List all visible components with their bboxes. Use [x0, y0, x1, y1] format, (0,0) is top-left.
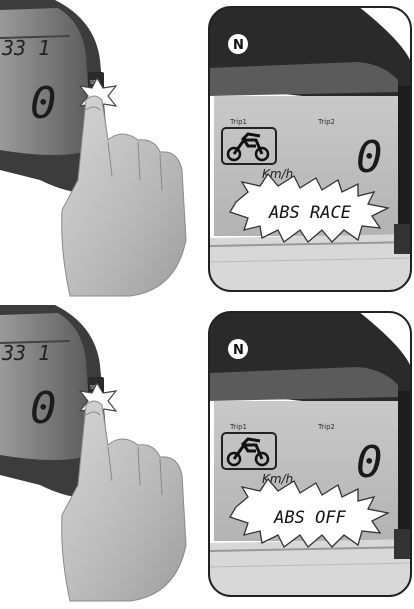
step-panel-abs-off: 33 1 0 SET N Trip1 Trip2 — [0, 305, 414, 609]
step-panel-abs-race: 33 1 0 SET N — [0, 0, 414, 304]
gear-digit: 0 — [356, 132, 383, 183]
callout-text: ABS OFF — [273, 508, 346, 528]
odometer-reading: 33 1 — [1, 341, 50, 365]
svg-text:N: N — [233, 38, 244, 53]
large-digit: 0 — [30, 78, 57, 129]
dashboard-button-press-illustration: 33 1 0 SET — [0, 305, 200, 609]
trip2-label: Trip2 — [317, 423, 335, 431]
callout-text: ABS RACE — [268, 203, 352, 223]
instrument-cluster-closeup: N Trip1 Trip2 Km/h 0 ABS RACE — [208, 6, 412, 292]
trip2-label: Trip2 — [317, 118, 335, 126]
gear-digit: 0 — [356, 437, 383, 488]
trip1-label: Trip1 — [229, 118, 247, 126]
instrument-cluster-closeup: N Trip1 Trip2 Km/h 0 ABS OFF — [208, 311, 412, 597]
trip1-label: Trip1 — [229, 423, 247, 431]
large-digit: 0 — [30, 383, 57, 434]
svg-text:N: N — [233, 343, 244, 358]
dashboard-button-press-illustration: 33 1 0 SET — [0, 0, 200, 304]
odometer-reading: 33 1 — [1, 36, 50, 60]
